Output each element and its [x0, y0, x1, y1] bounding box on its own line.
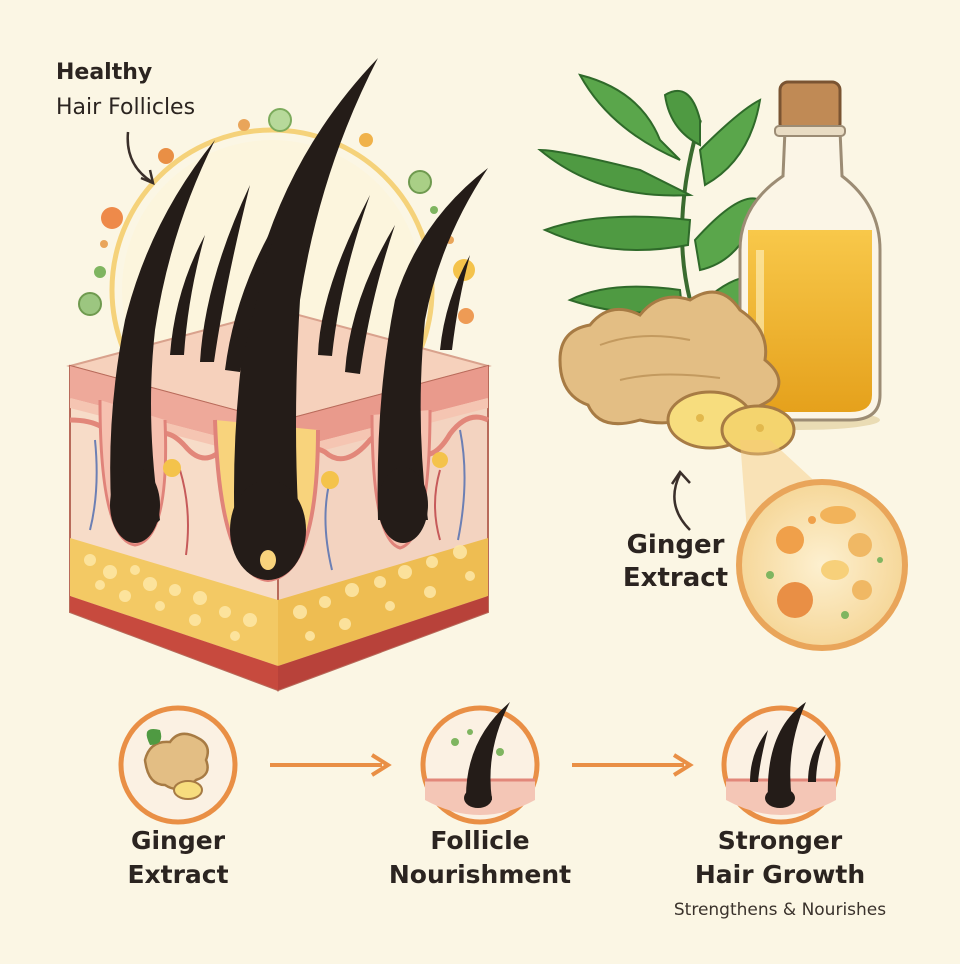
step-1-title-line2: Extract: [127, 860, 229, 889]
cork-icon: [778, 80, 842, 134]
step-1-title-line1: Ginger: [130, 826, 226, 855]
ginger-pointer-arrowhead: [670, 469, 691, 485]
footer-note: Strengthens & Nourishes: [673, 900, 887, 920]
ginger-leaves: [537, 73, 762, 320]
step-arrow-1: [270, 753, 392, 777]
ginger-root: [558, 290, 796, 456]
follicle-pointer-arrow: [126, 131, 153, 184]
follicle-pointer-arrowhead: [140, 169, 155, 186]
follicle-title: Healthy: [56, 60, 153, 85]
hair-follicle-icon: [420, 702, 540, 825]
nutrient-bubbles: [78, 108, 475, 324]
magnified-extract-view: [736, 479, 908, 651]
follicle-subtitle: Hair Follicles: [56, 95, 196, 120]
step-3-title-line2: Hair Growth: [694, 860, 866, 889]
ginger-pointer-arrow: [673, 473, 691, 531]
hair-growth-icon: [721, 702, 841, 825]
oil-bottle: [720, 80, 882, 430]
ginger-callout-line1: Ginger: [626, 530, 725, 560]
hair-strands: [110, 58, 488, 580]
ginger-root-icon: [118, 705, 238, 825]
step-arrow-2: [572, 753, 694, 777]
step-2-title-line1: Follicle: [430, 826, 530, 855]
step-3-title-line1: Stronger: [717, 826, 843, 855]
ginger-callout-line2: Extract: [622, 563, 729, 593]
step-2-title-line2: Nourishment: [388, 860, 572, 889]
